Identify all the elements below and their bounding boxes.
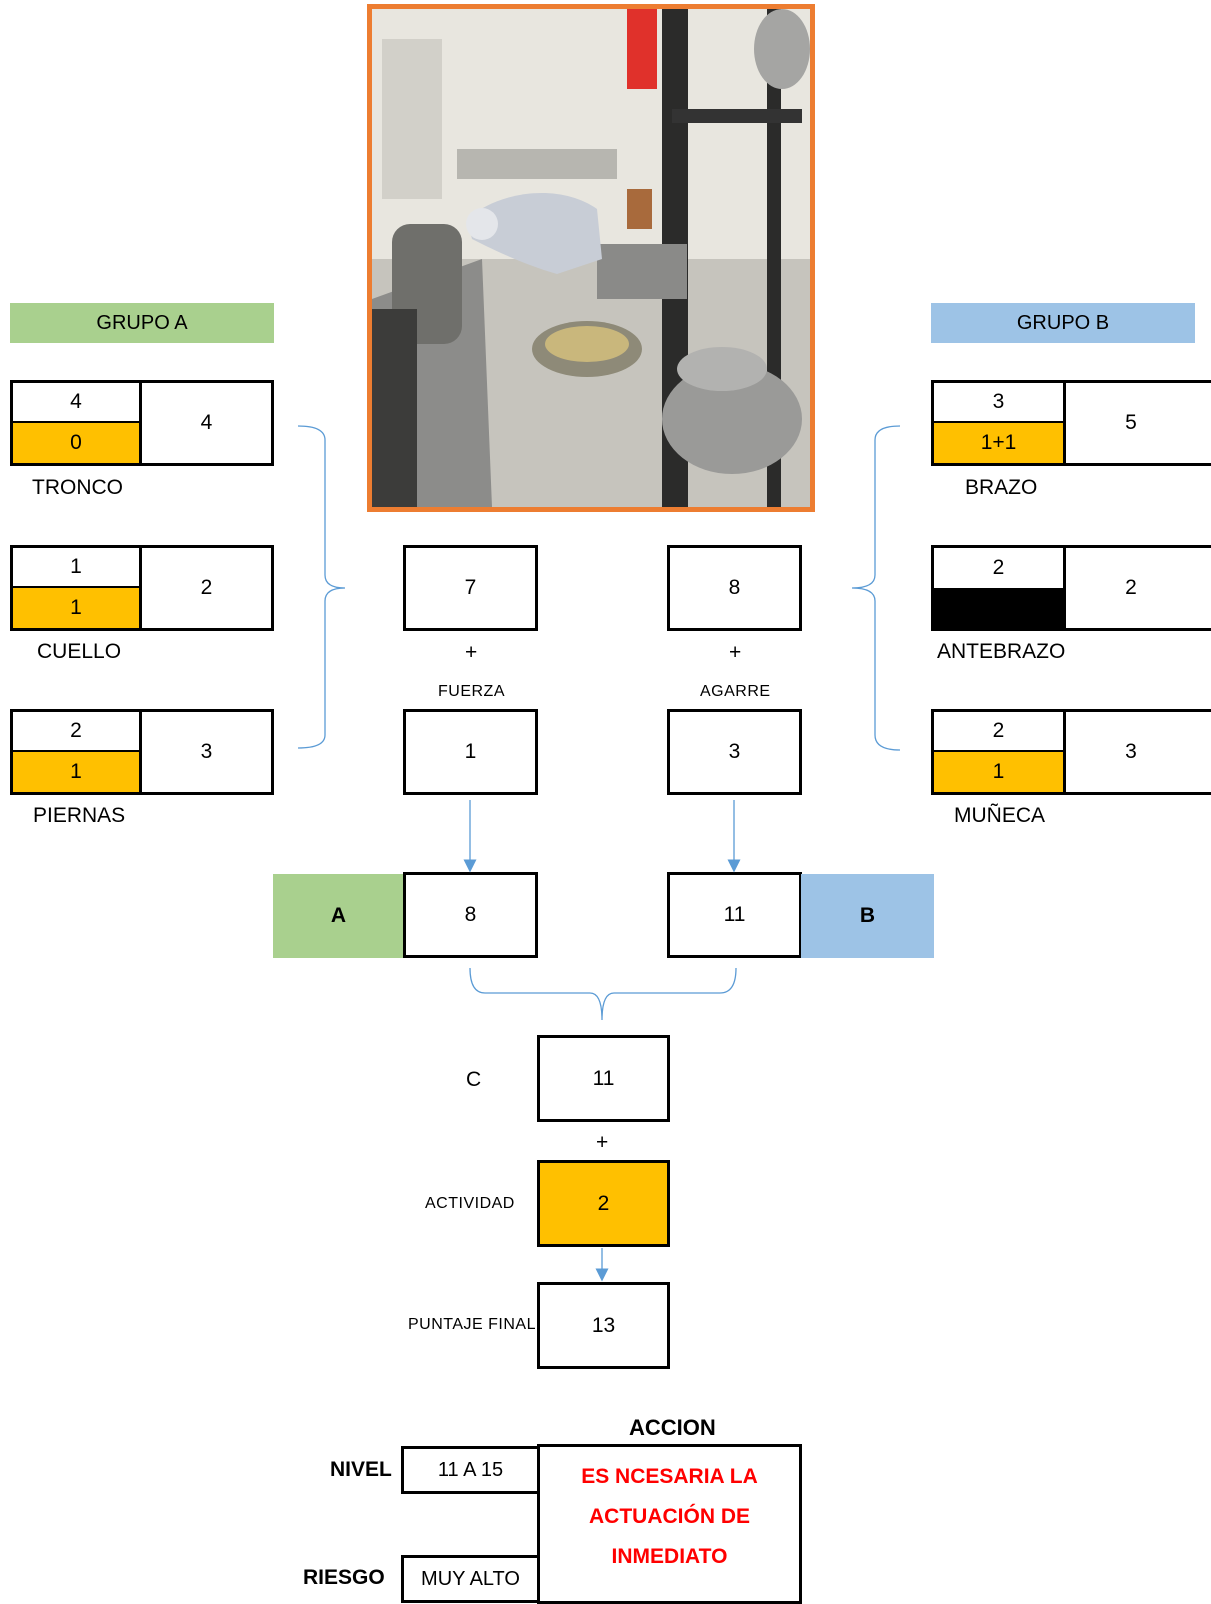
piernas-adjust-score: 1 bbox=[13, 752, 142, 792]
table-c-label: C bbox=[466, 1068, 481, 1092]
brazo-score-box: 3 1+1 5 bbox=[931, 380, 1211, 466]
group-a-header: GRUPO A bbox=[10, 303, 274, 343]
accion-box: ES NCESARIA LA ACTUACIÓN DE INMEDIATO bbox=[537, 1444, 802, 1604]
group-b-header: GRUPO B bbox=[931, 303, 1195, 343]
table-a-subtotal-box: 7 bbox=[403, 545, 538, 631]
group-a-title: GRUPO A bbox=[96, 312, 187, 335]
riesgo-value-box: MUY ALTO bbox=[401, 1555, 540, 1603]
fuerza-label: FUERZA bbox=[438, 683, 505, 701]
brazo-top-score: 3 bbox=[934, 383, 1066, 423]
accion-header: ACCION bbox=[629, 1415, 716, 1441]
result-b-score-box: 11 bbox=[667, 872, 802, 958]
group-b-brace bbox=[852, 426, 900, 750]
table-c-score-box: 11 bbox=[537, 1035, 670, 1122]
kitchen-scene-image bbox=[372, 9, 810, 507]
table-b-subtotal-box: 8 bbox=[667, 545, 802, 631]
cuello-top-score: 1 bbox=[13, 548, 142, 588]
piernas-label: PIERNAS bbox=[33, 804, 125, 828]
nivel-label: NIVEL bbox=[330, 1458, 392, 1482]
accion-line-2: ACTUACIÓN DE bbox=[540, 1497, 799, 1537]
actividad-plus-sign: + bbox=[596, 1131, 608, 1155]
agarre-plus-sign: + bbox=[729, 641, 741, 665]
muneca-top-score: 2 bbox=[934, 712, 1066, 752]
brazo-total-score: 5 bbox=[1066, 383, 1196, 463]
antebrazo-label: ANTEBRAZO bbox=[937, 640, 1065, 664]
group-a-brace bbox=[298, 426, 345, 748]
tronco-adjust-score: 0 bbox=[13, 423, 142, 463]
actividad-label: ACTIVIDAD bbox=[425, 1195, 515, 1213]
muneca-label: MUÑECA bbox=[954, 804, 1045, 828]
brazo-label: BRAZO bbox=[965, 476, 1037, 500]
cuello-adjust-score: 1 bbox=[13, 588, 142, 628]
piernas-score-box: 2 1 3 bbox=[10, 709, 274, 795]
antebrazo-total-score: 2 bbox=[1066, 548, 1196, 628]
result-b-letter: B bbox=[860, 904, 875, 928]
result-b-label: B bbox=[801, 874, 934, 958]
brazo-adjust-score: 1+1 bbox=[934, 423, 1066, 463]
ab-brace bbox=[470, 968, 736, 1020]
puntaje-final-label: PUNTAJE FINAL bbox=[408, 1316, 536, 1334]
puntaje-final-score-box: 13 bbox=[537, 1282, 670, 1369]
riesgo-label: RIESGO bbox=[303, 1566, 385, 1590]
accion-line-1: ES NCESARIA LA bbox=[540, 1457, 799, 1497]
fuerza-score-box: 1 bbox=[403, 709, 538, 795]
accion-line-3: INMEDIATO bbox=[540, 1537, 799, 1577]
tronco-score-box: 4 0 4 bbox=[10, 380, 274, 466]
muneca-score-box: 2 1 3 bbox=[931, 709, 1211, 795]
antebrazo-adjust-score bbox=[934, 588, 1066, 628]
actividad-score-box: 2 bbox=[537, 1160, 670, 1247]
nivel-value-box: 11 A 15 bbox=[401, 1446, 540, 1494]
tronco-label: TRONCO bbox=[32, 476, 123, 500]
result-a-label: A bbox=[273, 874, 404, 958]
cuello-score-box: 1 1 2 bbox=[10, 545, 274, 631]
tronco-total-score: 4 bbox=[142, 383, 271, 463]
agarre-label: AGARRE bbox=[700, 683, 771, 701]
result-a-letter: A bbox=[331, 904, 346, 928]
worker-photo bbox=[367, 4, 815, 512]
result-a-score-box: 8 bbox=[403, 872, 538, 958]
piernas-total-score: 3 bbox=[142, 712, 271, 792]
piernas-top-score: 2 bbox=[13, 712, 142, 752]
fuerza-plus-sign: + bbox=[465, 641, 477, 665]
antebrazo-top-score: 2 bbox=[934, 548, 1066, 588]
agarre-score-box: 3 bbox=[667, 709, 802, 795]
cuello-total-score: 2 bbox=[142, 548, 271, 628]
cuello-label: CUELLO bbox=[37, 640, 121, 664]
muneca-adjust-score: 1 bbox=[934, 752, 1066, 792]
tronco-top-score: 4 bbox=[13, 383, 142, 423]
muneca-total-score: 3 bbox=[1066, 712, 1196, 792]
group-b-title: GRUPO B bbox=[1017, 312, 1109, 335]
antebrazo-score-box: 2 2 bbox=[931, 545, 1211, 631]
